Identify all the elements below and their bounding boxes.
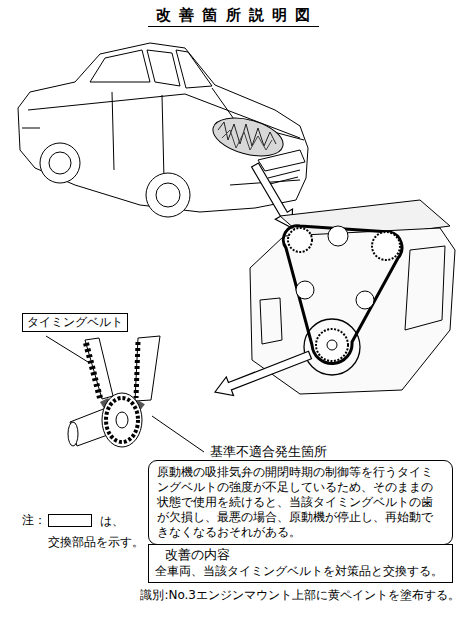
belt-strand bbox=[135, 336, 160, 401]
engine-belt bbox=[283, 226, 402, 364]
belt-strand bbox=[85, 338, 113, 399]
box-text: タイミングベルト bbox=[27, 315, 123, 330]
engine-scribble bbox=[222, 130, 272, 150]
idler-pulley bbox=[296, 281, 314, 299]
pulley bbox=[288, 228, 312, 252]
crank-pulley bbox=[316, 329, 348, 361]
title-bar: 改善箇所説明図 bbox=[0, 5, 466, 27]
box-heading: 改善の内容 bbox=[155, 547, 446, 563]
idler-pulley bbox=[356, 291, 374, 309]
pulley bbox=[372, 232, 400, 260]
identification-note: 識別:No.3エンジンマウント上部に黄ペイントを塗布する。 bbox=[130, 587, 460, 603]
engine-bay bbox=[209, 111, 287, 162]
belt-teeth bbox=[86, 343, 100, 398]
pulley bbox=[328, 226, 348, 246]
legend-swatch bbox=[48, 514, 92, 527]
car-window bbox=[147, 50, 180, 86]
engine-detail bbox=[260, 246, 445, 344]
car-door-line bbox=[112, 92, 164, 180]
leader-line bbox=[46, 336, 88, 362]
legend-text: は、 交換部品を示す。 bbox=[48, 511, 168, 553]
gear bbox=[102, 393, 142, 447]
crank-hub bbox=[327, 340, 337, 350]
belt-closeup bbox=[46, 336, 204, 452]
car-wheel-hub bbox=[49, 152, 71, 174]
gear-hub bbox=[116, 412, 128, 428]
box-text: 原動機の吸排気弁の開閉時期の制御等を行うタイミングベルトの強度が不足しているため… bbox=[148, 460, 453, 545]
car-grille bbox=[268, 170, 300, 184]
leader-line bbox=[152, 416, 204, 452]
remedy-box: 改善の内容全車両、当該タイミングベルトを対策品と交換する。 bbox=[148, 544, 453, 583]
legend-entry: は、 交換部品を示す。 bbox=[48, 511, 168, 553]
box-heading: 基準不適合発生箇所 bbox=[148, 443, 453, 460]
diagram-title: 改善箇所説明図 bbox=[148, 6, 319, 27]
car-windshield bbox=[176, 50, 212, 88]
car-wheel bbox=[40, 143, 80, 183]
car-wheel-hub bbox=[156, 183, 180, 207]
note-label: 注： bbox=[22, 512, 46, 528]
part-label-box: タイミングベルト bbox=[22, 313, 128, 332]
car-window bbox=[90, 50, 150, 82]
gear-teeth bbox=[106, 398, 138, 442]
car-wheel bbox=[146, 173, 190, 217]
defect-box: 基準不適合発生箇所原動機の吸排気弁の開閉時期の制御等を行うタイミングベルトの強度… bbox=[148, 443, 453, 545]
pointer-arrow bbox=[215, 351, 312, 395]
box-text: 全車両、当該タイミングベルトを対策品と交換する。 bbox=[155, 563, 446, 579]
belt-teeth bbox=[136, 342, 138, 398]
car-illustration bbox=[18, 43, 308, 217]
shaft-end bbox=[68, 422, 78, 446]
highlight-circle bbox=[304, 319, 360, 375]
